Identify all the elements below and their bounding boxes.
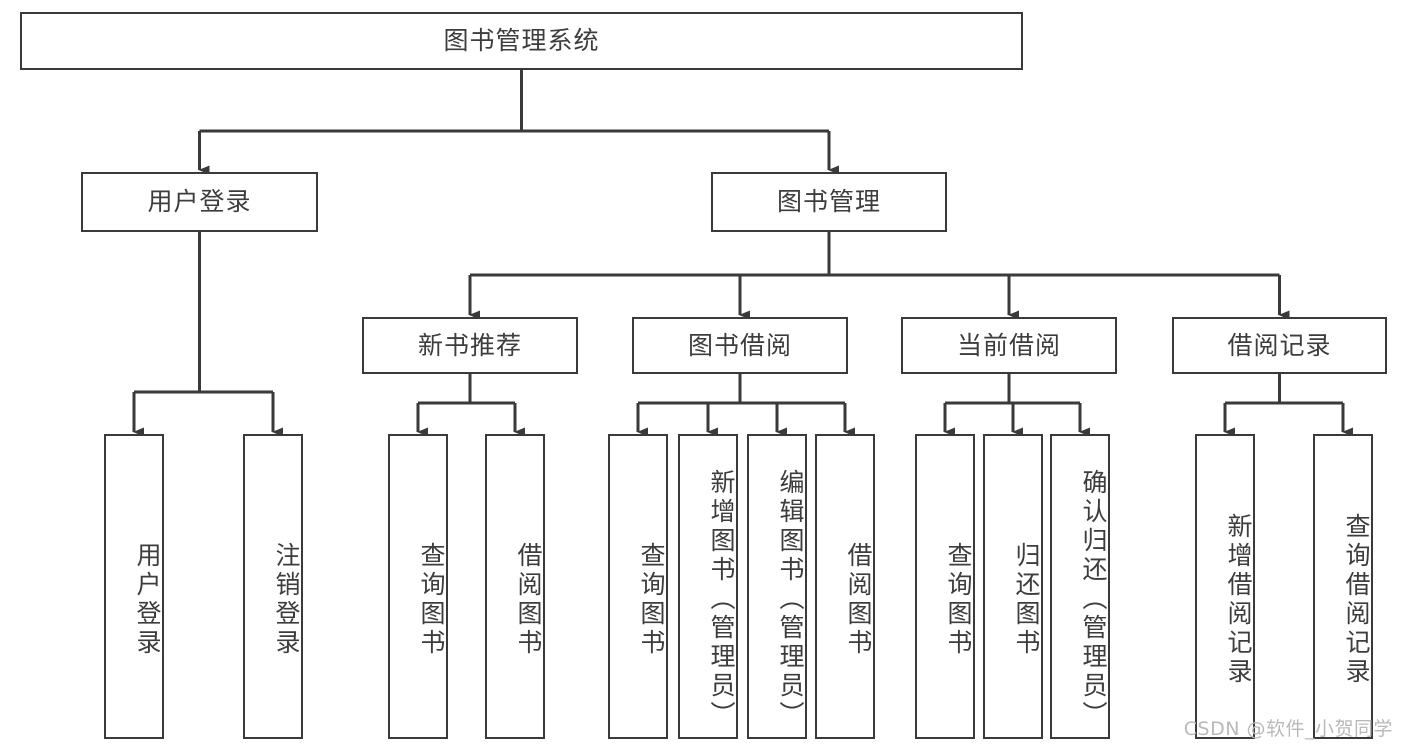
node-leaf-新增借阅记录-11[interactable]: 新增借阅记录: [1195, 434, 1255, 739]
node-label: 确认归还（管理员）: [1079, 469, 1108, 730]
node-leaf-归还图书-9[interactable]: 归还图书: [983, 434, 1043, 739]
node-label: 图书管理系统: [443, 26, 600, 56]
node-label: 查询图书: [944, 541, 973, 658]
node-label: 用户登录: [133, 541, 162, 658]
node-leaf-借阅图书-7[interactable]: 借阅图书: [815, 434, 875, 739]
node-leaf-编辑图书管理员-6[interactable]: 编辑图书（管理员）: [747, 434, 807, 739]
node-leaf-查询图书-4[interactable]: 查询图书: [608, 434, 668, 739]
node-leaf-查询图书-8[interactable]: 查询图书: [915, 434, 975, 739]
node-label: 归还图书: [1012, 541, 1041, 658]
node-label: 借阅图书: [514, 541, 543, 658]
node-leaf-借阅图书-3[interactable]: 借阅图书: [485, 434, 545, 739]
node-l1-图书管理-1[interactable]: 图书管理: [711, 172, 947, 232]
node-label: 借阅记录: [1227, 330, 1332, 360]
node-label: 借阅图书: [844, 541, 873, 658]
node-label: 查询图书: [417, 541, 446, 658]
node-root-图书管理系统[interactable]: 图书管理系统: [20, 12, 1023, 70]
node-label: 查询借阅记录: [1342, 512, 1371, 687]
node-l1-用户登录-0[interactable]: 用户登录: [81, 172, 318, 232]
node-leaf-查询图书-2[interactable]: 查询图书: [388, 434, 448, 739]
node-l2-新书推荐-0[interactable]: 新书推荐: [362, 317, 578, 374]
node-l2-图书借阅-1[interactable]: 图书借阅: [632, 317, 848, 374]
node-leaf-用户登录-0[interactable]: 用户登录: [104, 434, 164, 739]
node-leaf-注销登录-1[interactable]: 注销登录: [243, 434, 303, 739]
node-leaf-新增图书管理员-5[interactable]: 新增图书（管理员）: [678, 434, 738, 739]
node-label: 图书管理: [776, 187, 881, 217]
node-leaf-查询借阅记录-12[interactable]: 查询借阅记录: [1313, 434, 1373, 739]
node-label: 编辑图书（管理员）: [776, 469, 805, 730]
node-label: 查询图书: [637, 541, 666, 658]
node-label: 当前借阅: [956, 330, 1061, 360]
node-l2-借阅记录-3[interactable]: 借阅记录: [1172, 317, 1387, 374]
node-label: 图书借阅: [687, 330, 792, 360]
node-label: 新书推荐: [417, 330, 522, 360]
node-l2-当前借阅-2[interactable]: 当前借阅: [901, 317, 1117, 374]
node-label: 注销登录: [272, 541, 301, 658]
node-label: 新增图书（管理员）: [707, 469, 736, 730]
node-label: 用户登录: [147, 187, 252, 217]
node-leaf-确认归还管理员-10[interactable]: 确认归还（管理员）: [1050, 434, 1110, 739]
node-label: 新增借阅记录: [1224, 512, 1253, 687]
